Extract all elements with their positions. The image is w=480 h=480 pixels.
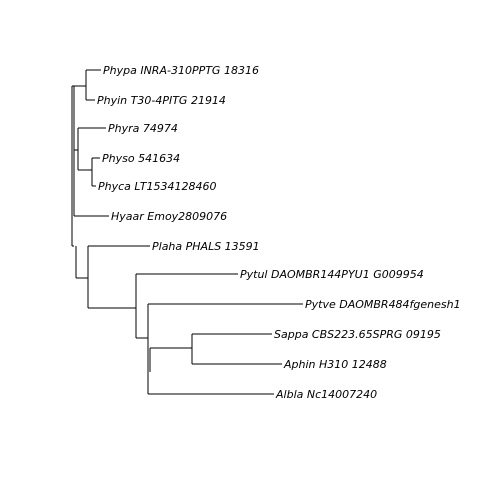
tip-label-phypa: Phypa INRA-310PPTG 18316	[103, 64, 259, 77]
tip-label-sappa: Sappa CBS223.65SPRG 09195	[274, 328, 441, 341]
tip-label-pytve: Pytve DAOMBR484fgenesh1	[305, 298, 461, 311]
tip-labels: Phypa INRA-310PPTG 18316 Phyin T30-4PITG…	[97, 64, 461, 401]
tip-label-physo: Physo 541634	[102, 152, 180, 165]
tip-label-plaha: Plaha PHALS 13591	[152, 240, 260, 253]
tip-label-pytul: Pytul DAOMBR144PYU1 G009954	[240, 268, 424, 281]
tip-label-phyca: Phyca LT1534128460	[98, 180, 217, 193]
tip-label-phyra: Phyra 74974	[108, 122, 178, 135]
tip-label-hyaar: Hyaar Emoy2809076	[111, 210, 227, 223]
tip-label-albla: Albla Nc14007240	[275, 388, 377, 401]
tip-label-phyin: Phyin T30-4PITG 21914	[97, 94, 226, 107]
tip-label-aphin: Aphin H310 12488	[283, 358, 387, 371]
tree-branches	[71, 69, 303, 395]
